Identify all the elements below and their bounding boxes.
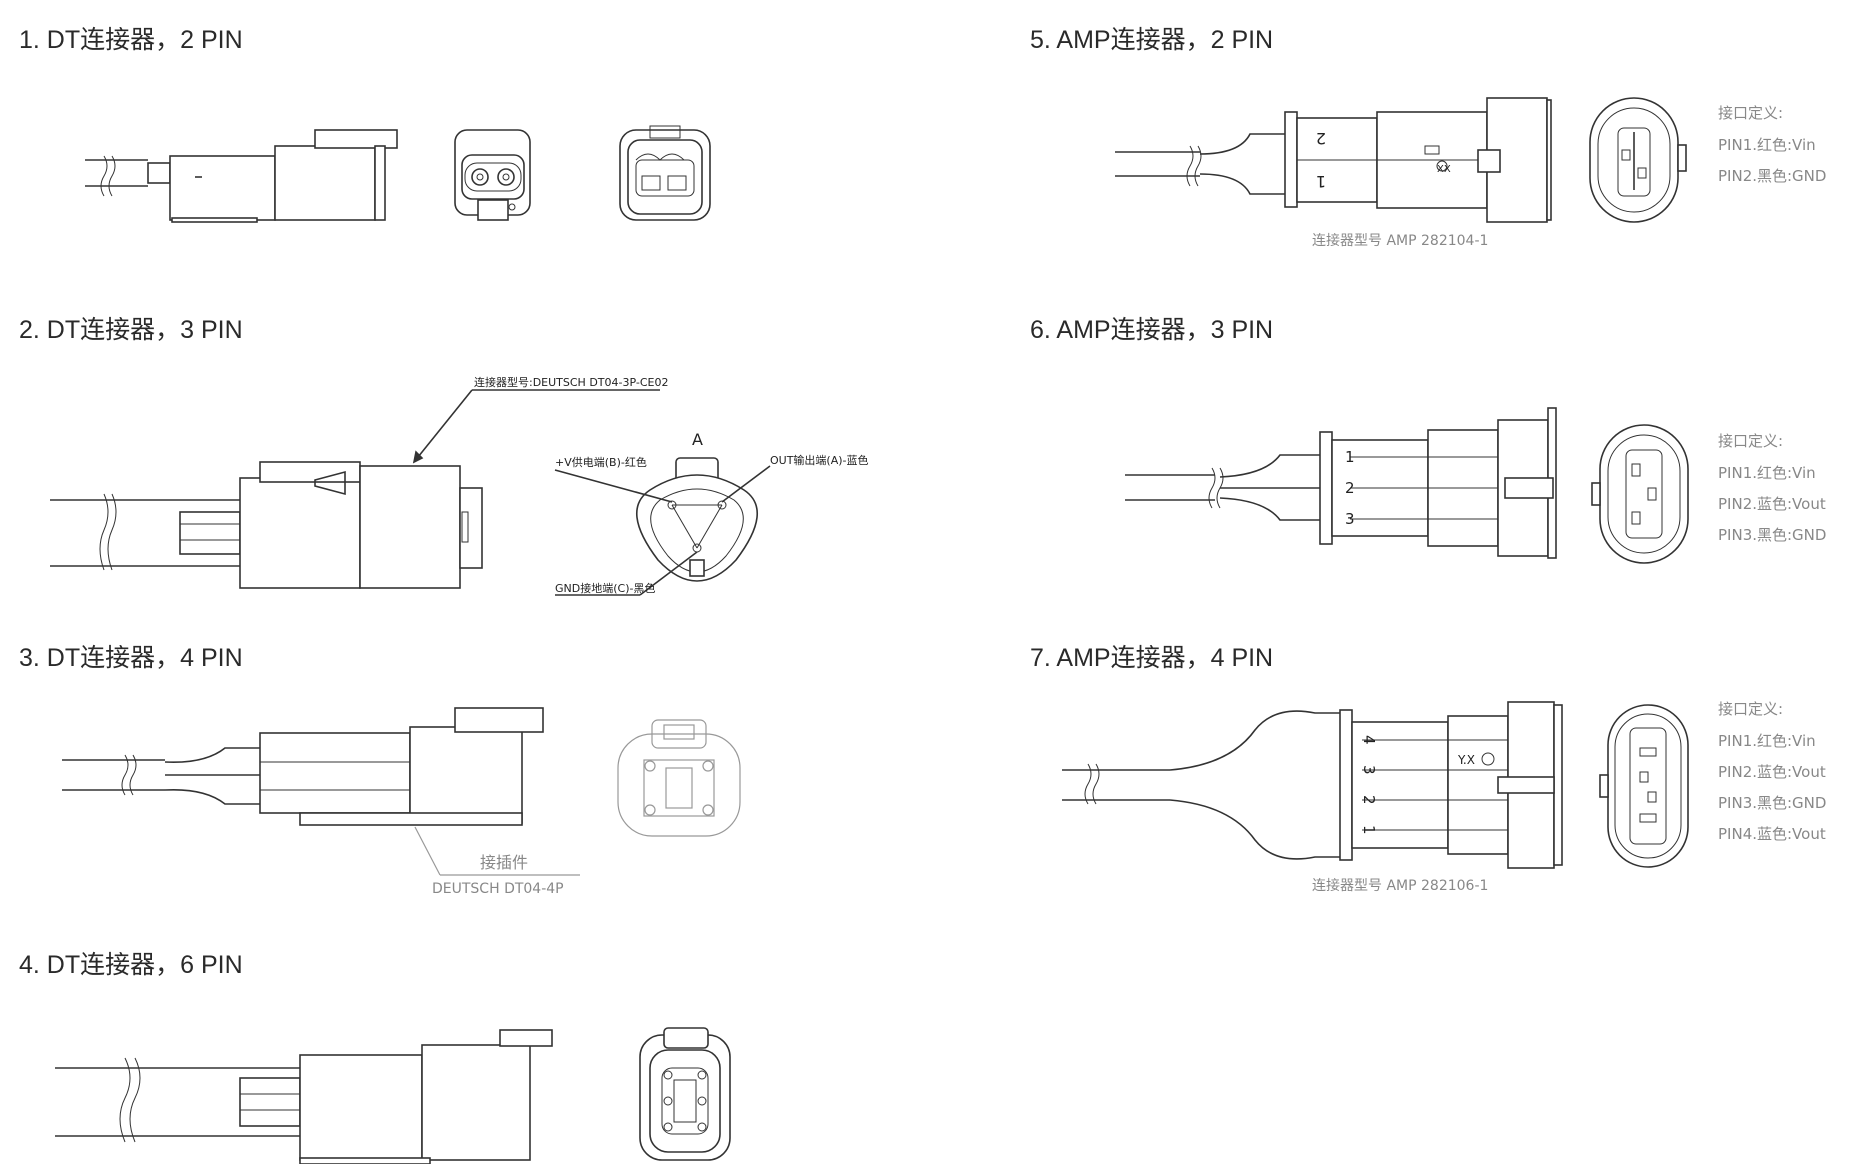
amp4-model-label: 连接器型号 AMP 282106-1 (1312, 877, 1488, 894)
amp3-front-view (1591, 424, 1689, 564)
amp2-model-label: 连接器型号 AMP 282104-1 (1312, 232, 1488, 249)
amp4-pin-1: PIN1.红色:Vin (1718, 732, 1816, 750)
dt4-callout-model: DEUTSCH DT04-4P (432, 881, 564, 897)
dt4-front-view (617, 719, 741, 837)
dt3-pin-b-label: +V供电端(B)-红色 (555, 455, 647, 469)
dt6-side-view (55, 1029, 553, 1164)
amp3-digit-3: 3 (1345, 510, 1355, 528)
dt3-model-callout: 连接器型号:DEUTSCH DT04-3P-CE02 (474, 375, 668, 389)
section-title-dt-2pin: 1. DT连接器，2 PIN (19, 26, 243, 54)
amp2-marking: XX (1437, 164, 1451, 175)
dt3-side-view (50, 389, 660, 589)
dt4-callout-label: 接插件 (480, 853, 528, 872)
amp2-pin-1: PIN1.红色:Vin (1718, 136, 1816, 154)
dt2-front-view (454, 129, 531, 221)
amp2-pin-2: PIN2.黑色:GND (1718, 167, 1826, 185)
amp4-digit-3: 3 (1360, 765, 1378, 775)
amp4-pin-2: PIN2.蓝色:Vout (1718, 763, 1826, 781)
amp3-pin-1: PIN1.红色:Vin (1718, 464, 1816, 482)
amp4-pin-4: PIN4.蓝色:Vout (1718, 825, 1826, 843)
section-title-amp-3pin: 6. AMP连接器，3 PIN (1030, 316, 1274, 344)
amp3-side-view: 1 2 3 (1125, 407, 1557, 559)
amp2-digit-1: 1 (1316, 172, 1326, 191)
amp4-pin-3: PIN3.黑色:GND (1718, 794, 1826, 812)
dt2-side-view (85, 129, 398, 223)
amp3-pin-2: PIN2.蓝色:Vout (1718, 495, 1826, 513)
amp2-def-title: 接口定义: (1718, 104, 1783, 122)
amp4-digit-2: 2 (1360, 795, 1378, 805)
amp2-front-view (1589, 97, 1687, 223)
section-title-dt-3pin: 2. DT连接器，3 PIN (19, 316, 243, 344)
amp2-digit-2: 2 (1316, 129, 1326, 148)
dt4-side-view (62, 707, 580, 876)
section-title-amp-2pin: 5. AMP连接器，2 PIN (1030, 26, 1274, 54)
amp4-digit-4: 4 (1360, 735, 1378, 745)
amp4-marking: Y.X (1457, 753, 1475, 767)
amp3-digit-2: 2 (1345, 479, 1355, 497)
amp3-pin-3: PIN3.黑色:GND (1718, 526, 1826, 544)
dt3-pin-a-label: OUT输出端(A)-蓝色 (770, 453, 869, 467)
amp3-def-title: 接口定义: (1718, 432, 1783, 450)
dt3-front-view: A (554, 430, 771, 596)
dt3-pin-c-label: GND接地端(C)-黑色 (555, 581, 655, 595)
amp4-digit-1: 1 (1360, 825, 1378, 835)
dt3-view-label: A (692, 430, 703, 449)
section-title-dt-6pin: 4. DT连接器，6 PIN (19, 951, 243, 979)
amp4-front-view (1599, 704, 1689, 868)
amp4-def-title: 接口定义: (1718, 700, 1783, 718)
amp3-digit-1: 1 (1345, 448, 1355, 466)
amp2-side-view: 2 1 XX (1115, 97, 1552, 223)
section-title-dt-4pin: 3. DT连接器，4 PIN (19, 644, 243, 672)
amp4-side-view: 4 3 2 1 Y.X (1062, 701, 1563, 869)
dt2-rear-view (619, 125, 711, 221)
section-title-amp-4pin: 7. AMP连接器，4 PIN (1030, 644, 1274, 672)
dt6-front-view (639, 1027, 731, 1161)
